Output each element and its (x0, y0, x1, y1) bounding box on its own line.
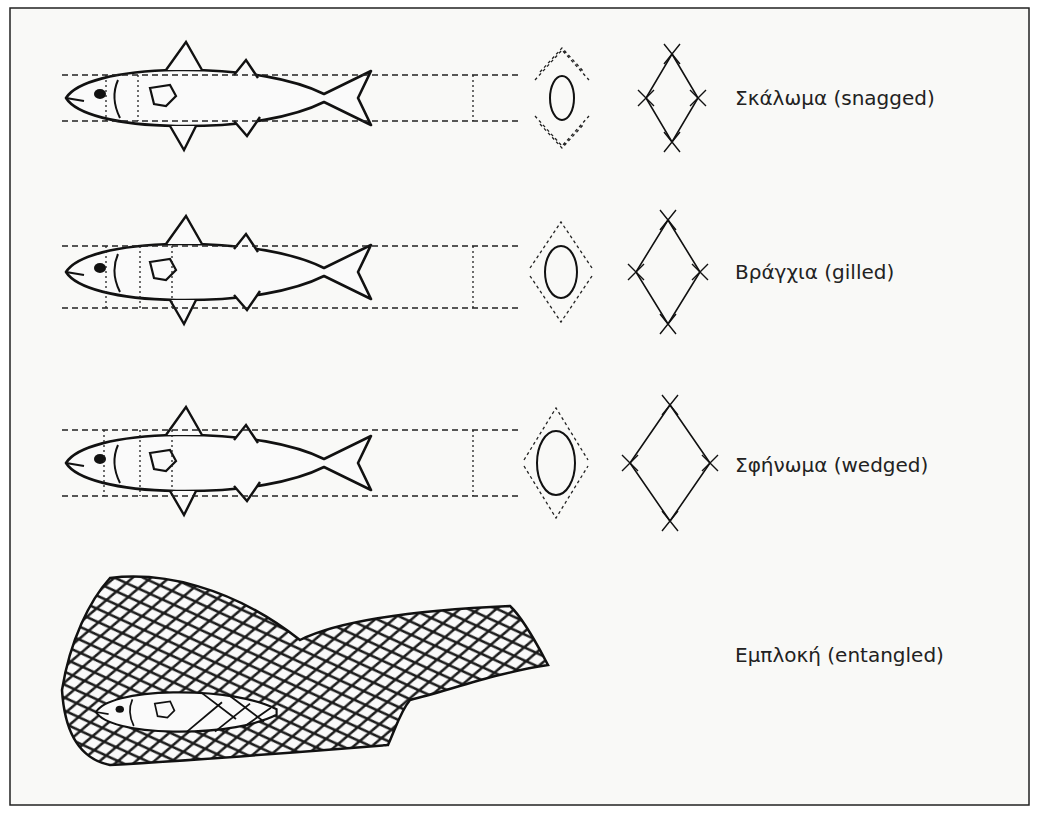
gilled-row (62, 210, 708, 334)
entangled-net (55, 565, 555, 770)
catch-label: Βράγχια (gilled) (735, 260, 894, 284)
catch-label: Σκάλωμα (snagged) (735, 86, 935, 110)
catch-label: Εμπλοκή (entangled) (735, 643, 944, 667)
wedged-row (62, 395, 718, 531)
snagged-row (62, 42, 706, 152)
catch-label: Σφήνωμα (wedged) (735, 453, 928, 477)
